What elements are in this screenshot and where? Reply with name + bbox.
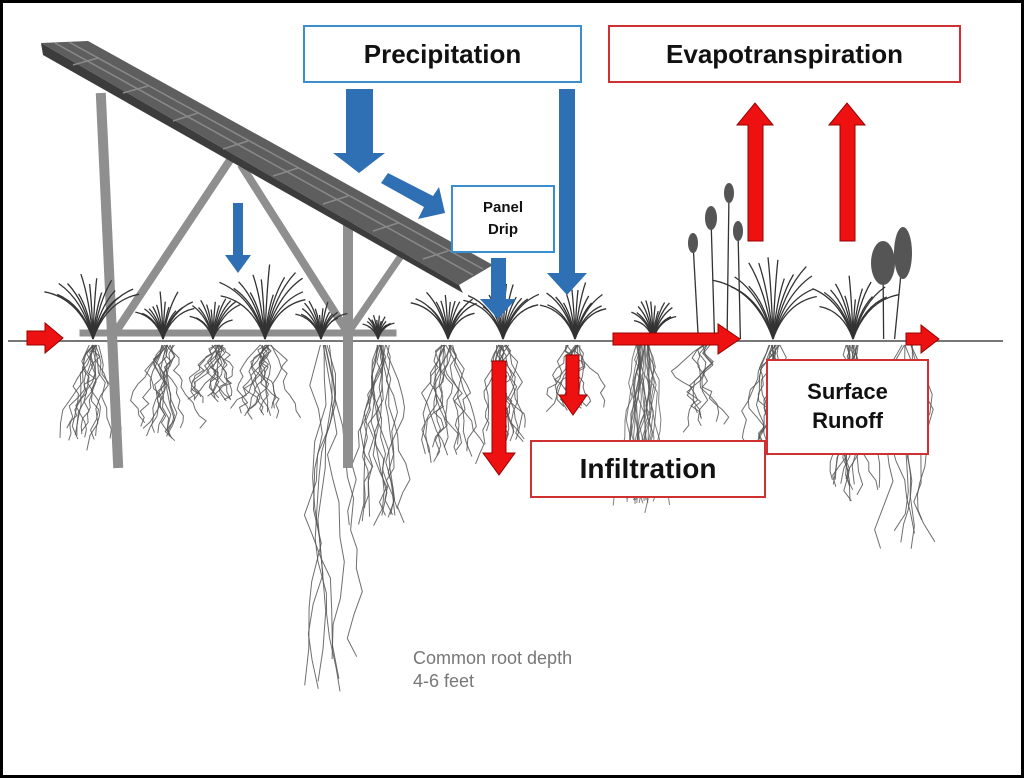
arrow-evapo-1	[735, 102, 775, 242]
evapotranspiration-text: Evapotranspiration	[666, 38, 903, 69]
root-depth-line1: Common root depth	[413, 648, 573, 668]
panel-support-frame	[79, 92, 408, 469]
root-system	[130, 344, 207, 442]
root-system	[670, 344, 730, 433]
precipitation-label: Precipitation	[303, 25, 582, 83]
root-system	[303, 344, 363, 692]
grass-tuft	[295, 300, 348, 340]
grass-tuft	[712, 257, 817, 340]
surface-runoff-label: Surface Runoff	[766, 359, 929, 455]
root-depth-note: Common root depth 4-6 feet	[413, 647, 572, 694]
panel-drip-plants	[688, 183, 912, 285]
arrow-evapo-2	[827, 102, 867, 242]
arrow-inflow-left	[26, 321, 64, 355]
grass-tuft	[44, 273, 140, 340]
panel-drip-line1: Panel	[482, 199, 524, 217]
panel-drip-label: Panel Drip	[451, 185, 555, 253]
flower-stem	[710, 217, 716, 340]
water-flow-arrows	[26, 102, 940, 476]
grass-tuft	[189, 298, 242, 340]
arrow-under-panel	[225, 203, 251, 273]
solar-panel-array	[41, 41, 493, 293]
root-depth-line2: 4-6 feet	[413, 671, 475, 692]
grass-tuft	[362, 314, 395, 340]
arrow-panel-drip-diag	[381, 173, 445, 219]
arrow-runoff-mid	[612, 323, 741, 355]
arrow-panel-drip-down	[480, 258, 516, 319]
root-system	[230, 344, 302, 420]
grass-tuft	[135, 291, 195, 340]
root-system	[187, 344, 234, 404]
grass-tuft	[812, 275, 899, 340]
arrow-outflow-right	[905, 323, 940, 355]
arrow-infiltration-1	[482, 360, 516, 476]
flower-stem	[692, 242, 699, 340]
infiltration-text: Infiltration	[579, 453, 717, 484]
infiltration-label: Infiltration	[530, 440, 766, 498]
grass-tuft	[410, 291, 477, 340]
native-plants	[44, 192, 904, 340]
root-system	[347, 344, 411, 526]
surface-runoff-line1: Surface	[807, 379, 888, 405]
flower-stem	[737, 230, 742, 340]
grass-tuft	[219, 264, 306, 340]
grass-tuft	[539, 282, 607, 340]
evapotranspiration-label: Evapotranspiration	[608, 25, 961, 83]
arrow-precip-long	[547, 89, 587, 295]
surface-runoff-line2: Runoff	[812, 408, 883, 433]
root-system	[421, 344, 485, 465]
precipitation-text: Precipitation	[363, 38, 522, 69]
flower-stem	[726, 192, 730, 340]
precipitation-arrows	[225, 89, 587, 319]
panel-drip-line2: Drip	[488, 221, 518, 238]
arrow-infiltration-2	[558, 354, 588, 416]
arrow-precip-1	[333, 89, 385, 173]
